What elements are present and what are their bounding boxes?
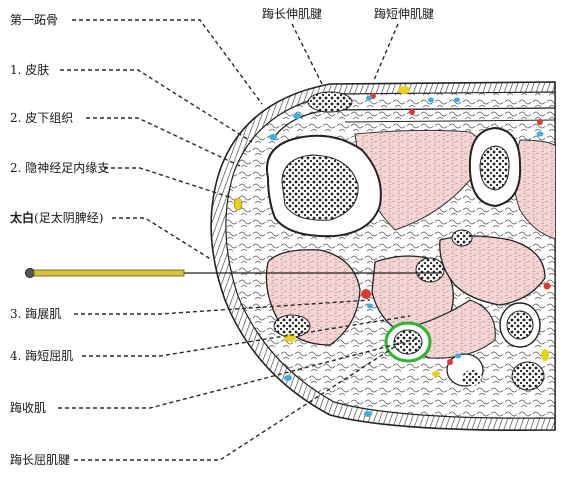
- label-flexor-hallucis-brevis: 4. 踇短屈肌: [10, 348, 73, 363]
- label-taibai: 太白: [10, 210, 34, 225]
- vein-dot: [269, 134, 277, 140]
- artery-dot: [361, 289, 371, 299]
- label-abductor-hallucis: 3. 踇展肌: [10, 306, 61, 321]
- label-skin: 1. 皮肤: [10, 62, 49, 77]
- label-taibai-note: (足太阴脾经): [34, 210, 103, 225]
- label-flexor-hallucis-longus-tendon: 踇长屈肌腱: [10, 452, 70, 467]
- label-taibai-point: 太白(足太阴脾经): [10, 210, 103, 225]
- label-extensor-hallucis-longus-tendon: 踇长伸肌腱: [262, 6, 322, 21]
- label-subcutaneous: 2. 皮下组织: [10, 111, 73, 125]
- nerve-dot: [234, 198, 242, 210]
- label-extensor-hallucis-brevis-tendon: 踇短伸肌腱: [374, 6, 434, 21]
- label-adductor-hallucis: 踇收肌: [10, 400, 46, 415]
- extensor-hallucis-longus-tendon: [308, 92, 352, 112]
- label-first-metatarsal: 第一跖骨: [10, 13, 58, 27]
- label-saphenous-branch: 2. 隐神经足内缘支: [10, 161, 109, 175]
